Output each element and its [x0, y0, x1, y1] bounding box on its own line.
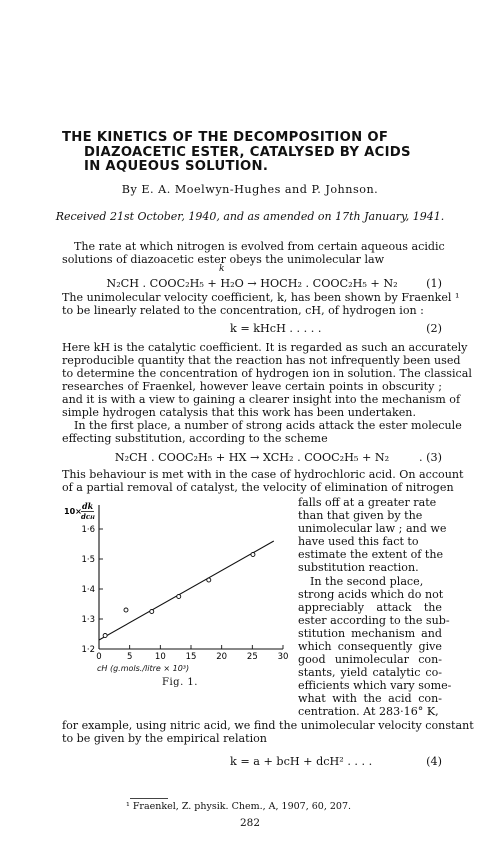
x-tick-label: 25 [247, 652, 258, 662]
text-line: of a partial removal of catalyst, the ve… [62, 481, 454, 494]
data-point [206, 577, 212, 583]
text-line: researches of Fraenkel, however leave ce… [62, 380, 442, 393]
side-text-line: In the second place, [310, 575, 424, 588]
side-text-line: than that given by the [298, 509, 423, 522]
data-point [250, 552, 256, 557]
arrow-label: k [219, 264, 225, 274]
text-line: simple hydrogen catalysis that this work… [62, 406, 416, 419]
equation-number: (1) [426, 277, 442, 290]
equation-body: N₂CH . COOC₂H₅ + H₂O → HOCH₂ . COOC₂H₅ +… [106, 277, 398, 290]
text-line: effecting substitution, according to the… [62, 432, 328, 445]
y-tick-label: 1·5 [81, 555, 95, 565]
side-text-line: which consequently give [298, 640, 442, 653]
side-text-line: stants, yield catalytic co- [298, 666, 442, 679]
side-text-line: appreciably attack the [298, 601, 442, 614]
plot-axes [98, 505, 283, 650]
authors: By E. A. Moelwyn-Hughes and P. Johnson. [121, 183, 379, 196]
side-text-line: estimate the extent of the [298, 548, 444, 561]
text-line: The unimolecular velocity coefficient, k… [62, 291, 460, 304]
text-line: and it is with a view to gaining a clear… [62, 393, 461, 406]
text-line: reproducible quantity that the reaction … [62, 354, 461, 367]
data-point [102, 633, 108, 638]
equation-number: (4) [426, 755, 442, 768]
title-line: DIAZOACETIC ESTER, CATALYSED BY ACIDS [84, 144, 411, 160]
equation-body: k = kHcH . . . . . [230, 322, 322, 335]
side-text-line: centration. At 283·16° K, [298, 705, 439, 718]
equation-body: N₂CH . COOC₂H₅ + HX → XCH₂ . COOC₂H₅ + N… [114, 451, 390, 464]
text-line: to be given by the empirical relation [62, 732, 267, 745]
x-tick-label: 30 [278, 652, 289, 662]
side-text-line: strong acids which do not [298, 588, 444, 601]
y-axis-label-den: dcH [81, 512, 95, 521]
figure-1-plot: 10× dk dcH 0 5 10 15 20 25 30 1·2 1·3 1·4 1·5 1·6 [64, 501, 288, 662]
text-line: Here kH is the catalytic coefficient. It… [62, 341, 468, 354]
paper-title: THE KINETICS OF THE DECOMPOSITION OF DIA… [62, 130, 442, 175]
received-date: Received 21st October, 1940, and as amen… [55, 210, 445, 223]
data-point [149, 609, 155, 614]
page-number: 282 [239, 817, 261, 829]
equation-number: (2) [426, 322, 442, 335]
equation-number: . (3) [419, 451, 442, 464]
y-axis-label-text: 10× [64, 507, 82, 516]
x-tick-label: 5 [127, 652, 132, 662]
side-text-line: what with the acid con- [298, 692, 442, 705]
y-tick-label: 1·2 [81, 645, 95, 655]
footnote: ¹ Fraenkel, Z. physik. Chem., A, 1907, 6… [126, 801, 352, 812]
text-line: solutions of diazoacetic ester obeys the… [62, 253, 385, 266]
x-tick-label: 0 [96, 652, 101, 662]
plot-marks [98, 540, 275, 641]
plot-ticks: 0 5 10 15 20 25 30 1·2 1·3 1·4 1·5 1·6 [81, 525, 288, 662]
y-axis-label: 10× dk dcH [64, 501, 95, 521]
figure-caption: Fig. 1. [162, 677, 198, 688]
x-axis-label: cH (g.mols./litre × 10³) [97, 664, 190, 673]
y-tick-label: 1·3 [81, 615, 95, 625]
x-tick-label: 15 [186, 652, 197, 662]
side-text-line: ester according to the sub- [298, 614, 450, 627]
fit-line [98, 540, 275, 641]
equation-body: k = a + bcH + dcH² . . . . [230, 755, 373, 768]
side-text-line: unimolecular law ; and we [298, 522, 447, 535]
y-tick-label: 1·6 [81, 525, 95, 535]
title-line: THE KINETICS OF THE DECOMPOSITION OF [62, 130, 389, 145]
side-text-line: falls off at a greater rate [298, 496, 437, 509]
side-text-line: substitution reaction. [298, 561, 419, 574]
data-point [123, 607, 129, 613]
x-tick-label: 10 [155, 652, 166, 662]
text-line: This behaviour is met with in the case o… [62, 468, 464, 481]
footnote-rule [130, 798, 168, 799]
data-point [176, 594, 182, 599]
side-text-line: efficients which vary some- [298, 679, 452, 692]
text-line: The rate at which nitrogen is evolved fr… [74, 240, 445, 253]
text-line: In the first place, a number of strong a… [74, 419, 462, 432]
text-line: for example, using nitric acid, we find … [62, 719, 474, 732]
title-line: IN AQUEOUS SOLUTION. [84, 159, 269, 174]
side-text-line: good unimolecular con- [298, 653, 442, 666]
text-line: to determine the concentration of hydrog… [62, 367, 472, 380]
y-axis-label-num: dk [82, 501, 94, 511]
x-tick-label: 20 [216, 652, 227, 662]
side-text-line: stitution mechanism and [298, 627, 442, 640]
text-line: to be linearly related to the concentrat… [62, 304, 424, 317]
side-text-line: have used this fact to [298, 535, 419, 548]
y-tick-label: 1·4 [81, 585, 95, 595]
